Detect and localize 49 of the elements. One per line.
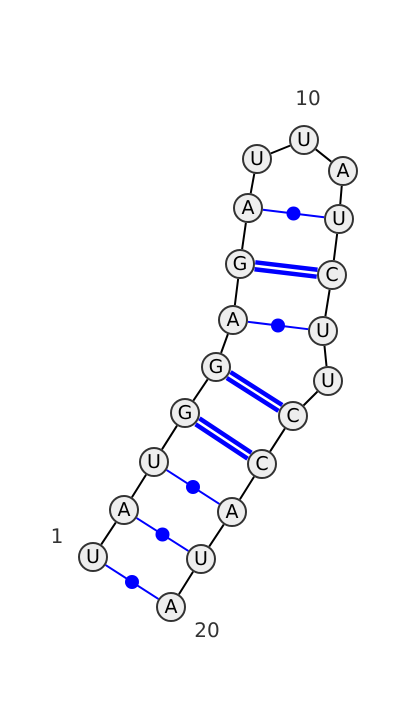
position-number: 10 [295, 86, 321, 110]
nucleotide-circle: U [242, 144, 272, 174]
nucleotide-circle: A [217, 497, 247, 527]
backbone-line [239, 476, 255, 500]
backbone-line [250, 174, 256, 194]
base-pair-line [224, 370, 284, 414]
nucleotide-circle: C [247, 449, 277, 479]
position-number: 20 [194, 618, 220, 642]
base-pair-line [193, 416, 254, 461]
base-pair-line [262, 208, 324, 218]
backbone-line [269, 428, 286, 452]
base-pair-line [166, 469, 220, 505]
nucleotide-circle: U [308, 316, 338, 346]
nucleotide-circle: A [328, 156, 358, 186]
position-number: 1 [50, 524, 64, 548]
backbone-line [315, 148, 332, 162]
backbone-line [234, 278, 240, 306]
backbone-line [324, 346, 328, 366]
nucleotide-circle: G [201, 352, 231, 382]
nucleotide-circle: G [225, 249, 255, 279]
backbone-line [332, 234, 338, 260]
nucleotide-circle: C [278, 401, 308, 431]
nucleotide-circle: U [139, 447, 169, 477]
backbone-line [324, 290, 331, 316]
backbone-line [270, 144, 290, 154]
backbone-line [208, 524, 225, 548]
base-pair-line [136, 517, 189, 552]
nucleotide-circle: C [317, 260, 347, 290]
backbone-line [178, 571, 194, 595]
nucleotide-circle: U [289, 125, 319, 155]
backbone-line [241, 222, 247, 250]
backbone-line [220, 334, 229, 354]
base-pair-line [105, 564, 159, 600]
nucleotide-circle: U [313, 366, 343, 396]
nucleotide-circle: A [109, 495, 139, 525]
backbone-line [100, 522, 117, 546]
backbone-line [192, 378, 208, 402]
nucleotide-circle: A [156, 592, 186, 622]
nucleotide-circle: G [170, 398, 200, 428]
nucleotide-circle: A [218, 305, 248, 335]
nucleotide-circle: U [324, 204, 354, 234]
backbone-line [339, 186, 343, 204]
backbone-line [161, 425, 178, 450]
backbone-line [302, 390, 318, 406]
base-pair-line [248, 320, 308, 330]
backbone-line [131, 474, 147, 498]
nucleotide-circle: U [78, 542, 108, 572]
nucleotide-circle: U [186, 544, 216, 574]
nucleotide-circle: A [233, 193, 263, 223]
